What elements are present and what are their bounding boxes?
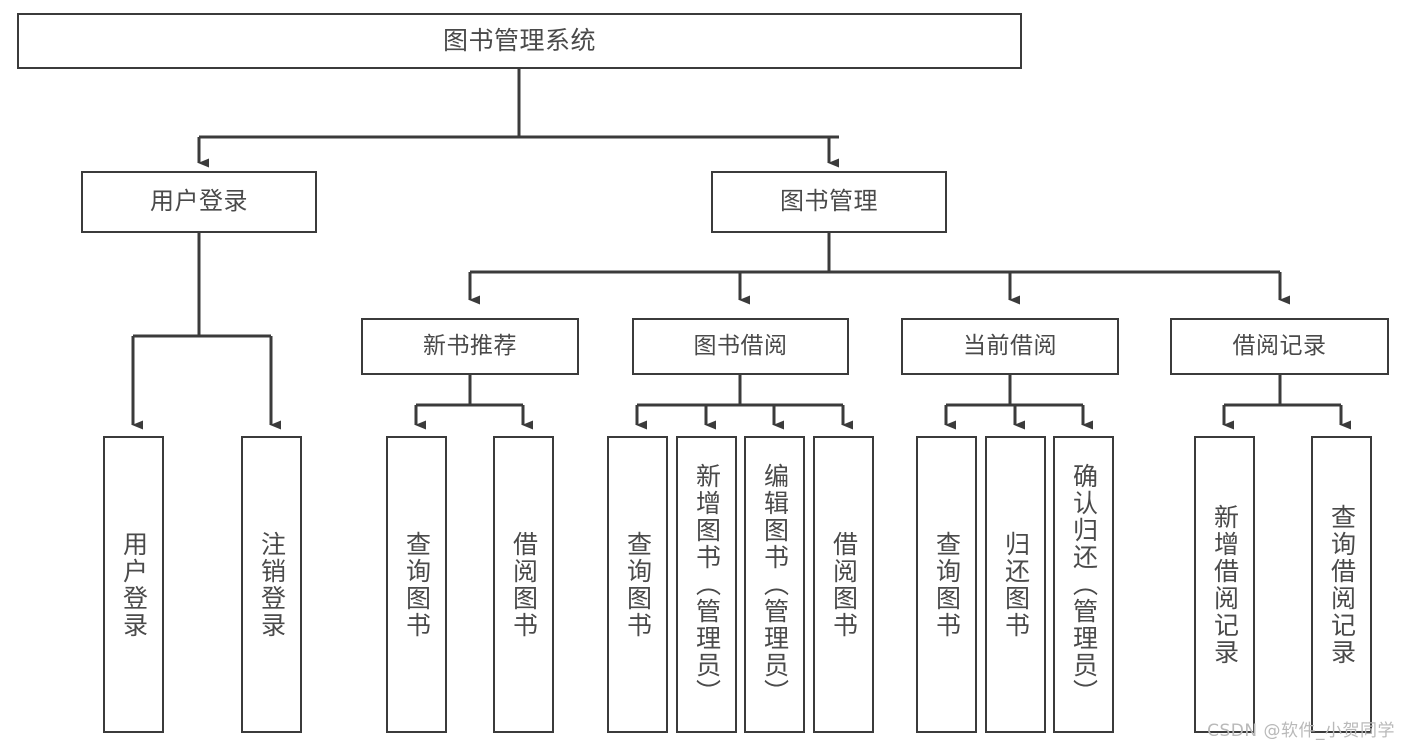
leaf-current-borrow-query-book[interactable]: 查询图书 <box>916 436 977 733</box>
node-label: 新增图书（管理员） <box>692 463 722 706</box>
leaf-borrow-record-query-record[interactable]: 查询借阅记录 <box>1311 436 1372 733</box>
node-label: 查询图书 <box>402 530 432 639</box>
node-new-book-recommend[interactable]: 新书推荐 <box>361 318 579 375</box>
node-label: 当前借阅 <box>963 333 1057 360</box>
node-label: 用户登录 <box>150 187 248 216</box>
node-label: 借阅图书 <box>509 530 539 639</box>
leaf-new-book-borrow-book[interactable]: 借阅图书 <box>493 436 554 733</box>
node-user-login[interactable]: 用户登录 <box>81 171 317 233</box>
node-label: 借阅记录 <box>1232 333 1327 360</box>
node-label: 图书管理系统 <box>442 25 596 55</box>
node-label: 归还图书 <box>1001 530 1031 639</box>
node-label: 用户登录 <box>119 530 149 639</box>
node-label: 查询图书 <box>932 530 962 639</box>
node-book-borrow[interactable]: 图书借阅 <box>632 318 849 375</box>
leaf-user-login-login[interactable]: 用户登录 <box>103 436 164 733</box>
node-label: 新书推荐 <box>423 333 517 360</box>
leaf-user-login-logout[interactable]: 注销登录 <box>241 436 302 733</box>
node-label: 编辑图书（管理员） <box>760 463 790 706</box>
node-label: 图书借阅 <box>693 333 788 360</box>
node-label: 图书管理 <box>780 187 878 216</box>
node-label: 注销登录 <box>257 530 287 639</box>
node-label: 查询图书 <box>623 530 653 639</box>
node-label: 确认归还（管理员） <box>1069 463 1099 706</box>
node-label: 新增借阅记录 <box>1210 503 1240 666</box>
csdn-watermark: CSDN @软件_小贺同学 <box>1207 721 1395 741</box>
node-root-book-management-system[interactable]: 图书管理系统 <box>17 13 1022 69</box>
node-borrow-record[interactable]: 借阅记录 <box>1170 318 1389 375</box>
leaf-current-borrow-return-book[interactable]: 归还图书 <box>985 436 1046 733</box>
node-book-management[interactable]: 图书管理 <box>711 171 947 233</box>
node-label: 查询借阅记录 <box>1327 503 1357 666</box>
node-label: 借阅图书 <box>829 530 859 639</box>
leaf-book-borrow-edit-book-admin[interactable]: 编辑图书（管理员） <box>744 436 805 733</box>
leaf-book-borrow-borrow-book[interactable]: 借阅图书 <box>813 436 874 733</box>
leaf-current-borrow-confirm-return-admin[interactable]: 确认归还（管理员） <box>1053 436 1114 733</box>
leaf-new-book-query-book[interactable]: 查询图书 <box>386 436 447 733</box>
leaf-book-borrow-query-book[interactable]: 查询图书 <box>607 436 668 733</box>
node-current-borrow[interactable]: 当前借阅 <box>901 318 1119 375</box>
leaf-borrow-record-add-record[interactable]: 新增借阅记录 <box>1194 436 1255 733</box>
leaf-book-borrow-add-book-admin[interactable]: 新增图书（管理员） <box>676 436 737 733</box>
